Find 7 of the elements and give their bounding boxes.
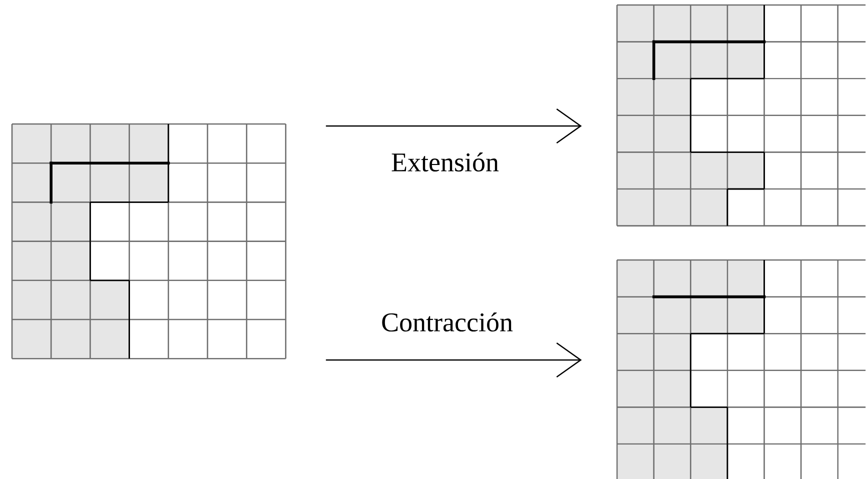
grid-drawing	[616, 4, 866, 226]
edge-label: Contracción	[382, 312, 513, 332]
arrow	[326, 342, 582, 378]
arrow	[326, 108, 582, 144]
grid-drawing	[11, 123, 286, 360]
edge-label: Extensión	[392, 152, 499, 172]
grid-drawing	[616, 259, 866, 479]
